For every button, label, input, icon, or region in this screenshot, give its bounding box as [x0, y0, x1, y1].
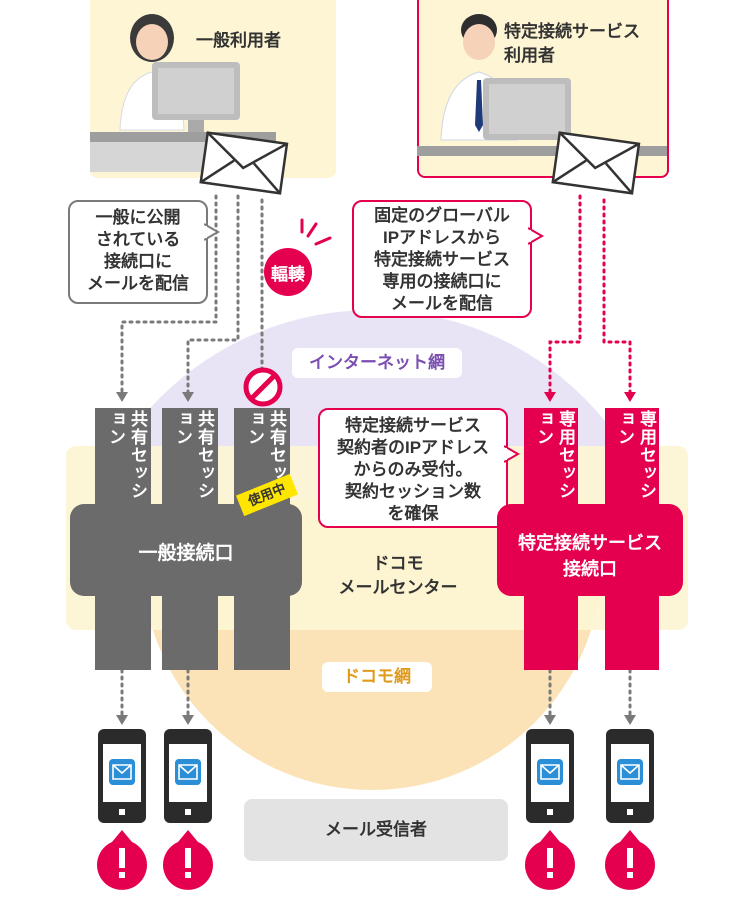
specific-callout-line: 専用の接続口に: [382, 272, 502, 291]
specific-callout-line: 特定接続サービス: [374, 250, 510, 269]
contract-callout-line: 契約者のIPアドレス: [336, 438, 490, 457]
contract-callout-line: 特定接続サービス: [345, 416, 481, 435]
docomo-network-label: ドコモ網: [322, 662, 432, 692]
envelope-icon: [199, 131, 289, 195]
shared-session-2: 共有セッション: [173, 410, 214, 500]
shared-session-1: 共有セッション: [106, 410, 147, 500]
contract-callout: 特定接続サービス 契約者のIPアドレス からのみ受付。 契約セッション数 を確保: [318, 408, 508, 528]
internet-network-label: インターネット網: [292, 348, 462, 378]
general-callout-line: メールを配信: [87, 274, 189, 293]
recipient-label: メール受信者: [244, 799, 508, 861]
general-callout: 一般に公開 されている 接続口に メールを配信: [68, 200, 208, 304]
congestion-badge: 輻輳: [271, 265, 305, 284]
alert-icon: [605, 830, 655, 890]
phone-icon: [164, 729, 212, 823]
arrow-to-shared-2: [186, 194, 240, 394]
dedicated-session-2: 専用セッション: [615, 410, 656, 500]
phone-icon: [606, 729, 654, 823]
specific-port-label-line: 接続口: [563, 559, 617, 579]
general-port-label: 一般接続口: [138, 543, 234, 564]
prohibited-icon: [243, 367, 283, 407]
specific-callout-pointer: [528, 227, 545, 245]
contract-callout-line: を確保: [387, 504, 439, 523]
specific-callout-line: 固定のグローバル: [374, 206, 510, 225]
arrow-to-shared-1: [120, 194, 218, 394]
arrow-to-dedicated-1: [548, 194, 582, 394]
general-callout-pointer: [204, 223, 221, 241]
dedicated-session-1: 専用セッション: [534, 410, 575, 500]
envelope-icon: [551, 131, 641, 195]
specific-port-label-line: 特定接続サービス: [518, 533, 662, 553]
general-callout-line: されている: [95, 230, 181, 249]
specific-user-label: 特定接続サービス 利用者: [504, 20, 664, 68]
specific-callout-line: IPアドレスから: [382, 228, 502, 247]
general-callout-line: 接続口に: [104, 252, 172, 271]
specific-callout: 固定のグローバル IPアドレスから 特定接続サービス 専用の接続口に メールを配…: [352, 200, 532, 318]
specific-user-label-line1: 特定接続サービス: [504, 22, 640, 41]
contract-callout-line: 契約セッション数: [345, 482, 481, 501]
phone-icon: [98, 729, 146, 823]
burst-icon: [264, 218, 332, 296]
specific-port-label: 特定接続サービス 接続口: [497, 530, 683, 582]
mail-center-line: ドコモ: [372, 554, 424, 573]
alert-icon: [97, 830, 147, 890]
mail-center-line: メールセンター: [338, 578, 458, 597]
phone-icon: [526, 729, 574, 823]
contract-callout-pointer: [504, 445, 521, 463]
specific-user-illustration: [417, 14, 667, 156]
mail-center-label: ドコモ メールセンター: [318, 552, 478, 600]
general-user-label: 一般利用者: [196, 31, 281, 50]
specific-callout-line: メールを配信: [391, 294, 493, 313]
alert-icon: [162, 830, 213, 890]
contract-callout-line: からのみ受付。: [353, 460, 473, 479]
specific-user-label-line2: 利用者: [504, 46, 555, 65]
general-callout-line: 一般に公開: [95, 208, 181, 227]
arrow-to-dedicated-2: [602, 198, 632, 394]
alert-icon: [525, 830, 575, 890]
